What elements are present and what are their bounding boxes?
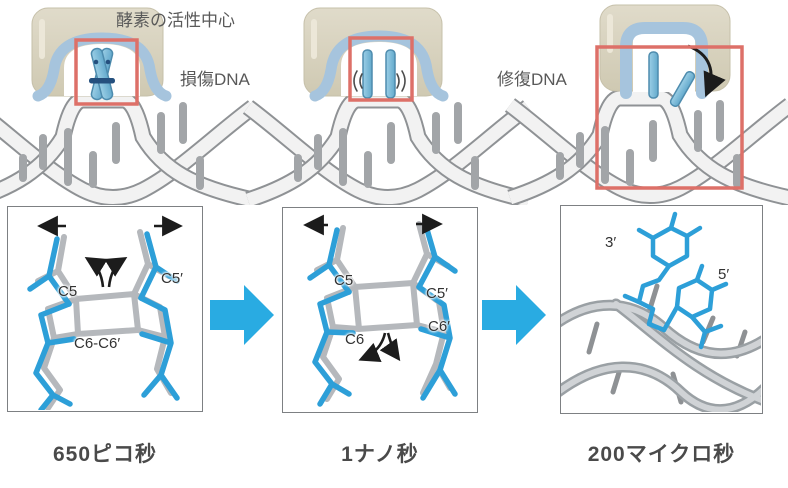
enzyme-1 [31, 7, 172, 106]
caption-1-nanosecond: 1ナノ秒 [341, 443, 419, 466]
atom-label-c6c6p: C6-C6′ [74, 335, 121, 352]
highlight-box-2 [348, 36, 414, 102]
motion-arrows-icon [37, 215, 183, 288]
blue-sticks [27, 231, 180, 410]
flipping-bases-icon [648, 51, 696, 107]
dna-panel-1 [0, 100, 253, 200]
caption-200-microseconds: 200マイクロ秒 [587, 443, 736, 466]
enzyme-band [32, 32, 172, 102]
separated-bases-icon [362, 49, 396, 99]
molecule-drawing-2 [303, 213, 458, 407]
motion-arrows-icon [303, 213, 443, 363]
label-repaired-dna: 修復DNA [497, 70, 567, 89]
enzyme-2 [303, 7, 449, 102]
atom-label-c5p: C5′ [161, 270, 183, 287]
molecule-drawing-3 [561, 211, 761, 412]
flipped-bases-sticks [622, 211, 729, 350]
atom-label-c6p: C6′ [428, 318, 450, 335]
label-active-site: 酵素の活性中心 [116, 11, 235, 30]
dna-backbone-tubes [561, 283, 761, 412]
dna-panel-3 [510, 98, 788, 198]
blue-sticks [307, 223, 458, 407]
flow-arrow-icon-2 [482, 285, 546, 345]
gray-sticks [314, 221, 453, 402]
vibration-marks-icon [353, 70, 406, 92]
dna-panel-2 [248, 100, 528, 200]
enzyme-band [309, 30, 449, 102]
enzyme-band-open [620, 22, 708, 99]
molecule-panel-2: C5 C5′ C6′ C6 [282, 207, 478, 413]
atom-label-c5: C5 [58, 283, 78, 300]
damaged-base-pair-icon [89, 47, 115, 101]
highlight-box-1 [74, 38, 139, 106]
atom-label-3-prime: 3′ [605, 234, 617, 251]
top-illustration [0, 4, 788, 205]
caption-650-picoseconds: 650ピコ秒 [52, 443, 158, 466]
atom-label-c6: C6 [345, 331, 365, 348]
highlight-box-3 [595, 45, 744, 190]
molecule-drawing-1 [27, 215, 183, 410]
molecule-panel-3: 3′ 5′ [560, 205, 763, 414]
atom-label-5-prime: 5′ [718, 266, 730, 283]
atom-label-c5: C5 [334, 272, 354, 289]
molecule-panel-1: C5 C5′ C6-C6′ [7, 206, 203, 412]
label-damaged-dna: 損傷DNA [180, 70, 250, 89]
enzyme-3 [595, 4, 744, 190]
flow-arrow-icon-1 [210, 285, 274, 345]
atom-label-c5p: C5′ [426, 285, 448, 302]
